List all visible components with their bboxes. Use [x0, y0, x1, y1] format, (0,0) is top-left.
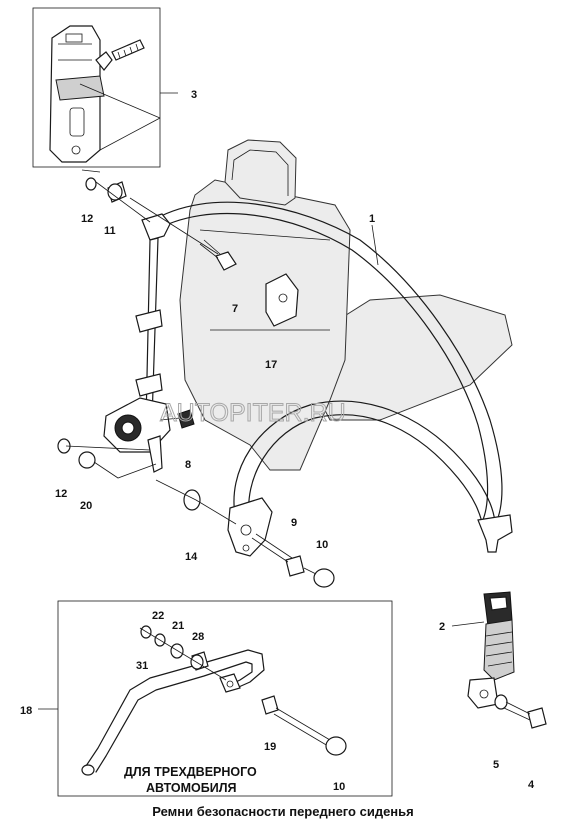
spacer-part-14	[155, 479, 237, 525]
rail-bar-part-18	[81, 649, 265, 776]
callout-18: 18	[20, 705, 32, 717]
bolt-part-19	[261, 695, 331, 747]
height-adjuster-rail	[135, 213, 171, 423]
note-line-1: ДЛЯ ТРЕХДВЕРНОГО	[124, 765, 257, 779]
callout-4: 4	[528, 779, 535, 791]
rail-bracket	[219, 673, 241, 693]
inset-box-part-18	[57, 600, 393, 797]
bolt-part-9	[251, 533, 305, 577]
belt-webbing-part-1	[149, 201, 513, 553]
callout-20: 20	[80, 500, 92, 512]
assembly-axis-inset	[139, 627, 227, 681]
callout-17: 17	[265, 359, 277, 371]
callout-12-lower: 12	[55, 488, 67, 500]
callout-10-upper: 10	[316, 539, 328, 551]
callout-8: 8	[185, 459, 191, 471]
spacer-part-28	[190, 651, 209, 671]
inset-box-part-3	[32, 7, 161, 168]
bolt-part-8	[159, 409, 195, 429]
lower-anchor-plate	[227, 497, 273, 557]
leader-line-1	[371, 224, 379, 266]
callout-22: 22	[152, 610, 164, 622]
callout-2: 2	[439, 621, 445, 633]
spacer-part-11	[107, 181, 127, 203]
callout-14: 14	[185, 551, 198, 563]
anchor-plate-detail	[49, 25, 161, 163]
cap-part-10-upper	[303, 567, 335, 588]
callout-3: 3	[191, 89, 197, 101]
bolt-part-4	[503, 701, 547, 729]
washer-part-20	[78, 451, 96, 469]
callout-5: 5	[493, 759, 499, 771]
seat-outline	[179, 139, 513, 471]
buckle-part-2	[467, 591, 515, 709]
retractor-unit	[103, 397, 171, 473]
callout-10-lower: 10	[333, 781, 345, 793]
figure-caption: Ремни безопасности переднего сиденья	[152, 804, 414, 819]
callout-19: 19	[264, 741, 276, 753]
callout-28: 28	[192, 631, 204, 643]
callout-7: 7	[232, 303, 238, 315]
callout-21: 21	[172, 620, 184, 632]
cap-part-10-lower	[325, 736, 347, 756]
leader-line-2	[451, 621, 485, 627]
bolt-part-7	[199, 239, 237, 271]
callout-1: 1	[369, 213, 375, 225]
callout-11: 11	[104, 225, 116, 237]
callout-31: 31	[136, 660, 148, 672]
callout-12-top: 12	[81, 213, 93, 225]
callout-9: 9	[291, 517, 297, 529]
note-line-2: АВТОМОБИЛЯ	[146, 781, 237, 795]
cover-part-17	[265, 273, 299, 327]
assembly-axis-top	[81, 169, 219, 255]
washer-part-5	[494, 694, 508, 710]
washer-part-12-top	[85, 177, 97, 191]
assembly-axis-lower	[65, 445, 157, 479]
watermark: AUTOPITER.RU	[160, 399, 346, 427]
washer-part-21	[170, 643, 184, 659]
